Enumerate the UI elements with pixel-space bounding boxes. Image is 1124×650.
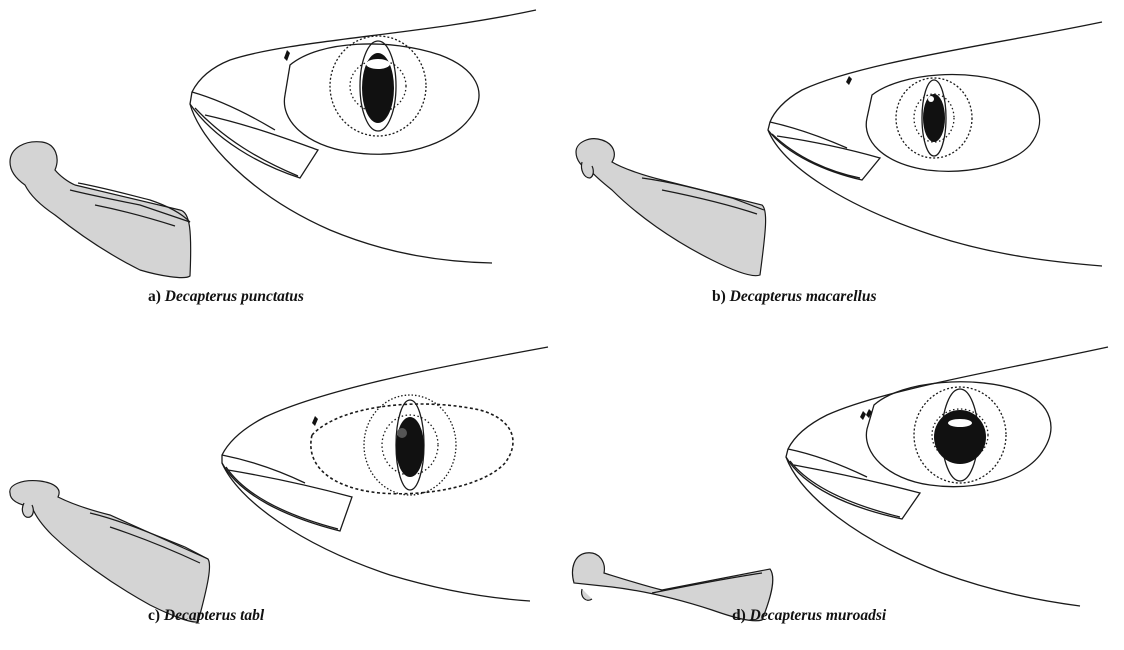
caption-c: c) Decapterus tabl	[148, 607, 264, 625]
caption-b: b) Decapterus macarellus	[712, 288, 876, 306]
head-outline	[768, 22, 1102, 266]
fish-head-drawing-b	[562, 0, 1124, 325]
maxilla-bone	[576, 139, 766, 276]
pupil	[934, 410, 986, 464]
pupil	[923, 94, 945, 142]
panel-c-decapterus-tabl: c) Decapterus tabl	[0, 325, 562, 650]
panel-a-decapterus-punctatus: a) Decapterus punctatus	[0, 0, 562, 325]
nostril-mark	[312, 416, 318, 426]
lower-jaw	[222, 463, 352, 531]
upper-jaw	[192, 92, 275, 130]
panel-b-decapterus-macarellus: b) Decapterus macarellus	[562, 0, 1124, 325]
maxilla-bone	[10, 142, 191, 278]
nostril-mark	[846, 76, 852, 85]
maxilla-bone	[10, 481, 210, 622]
upper-jaw	[788, 449, 867, 477]
panel-d-decapterus-muroadsi: d) Decapterus muroadsi	[562, 325, 1124, 650]
caption-a: a) Decapterus punctatus	[148, 288, 304, 306]
fish-head-drawing-a	[0, 0, 562, 325]
fish-head-drawing-c	[0, 325, 562, 650]
head-outline	[786, 347, 1108, 606]
pupil	[396, 417, 424, 477]
head-outline	[222, 347, 548, 601]
caption-d: d) Decapterus muroadsi	[732, 607, 886, 625]
head-outline	[190, 10, 536, 263]
fish-head-drawing-d	[562, 325, 1124, 650]
nostril-mark	[284, 50, 290, 61]
